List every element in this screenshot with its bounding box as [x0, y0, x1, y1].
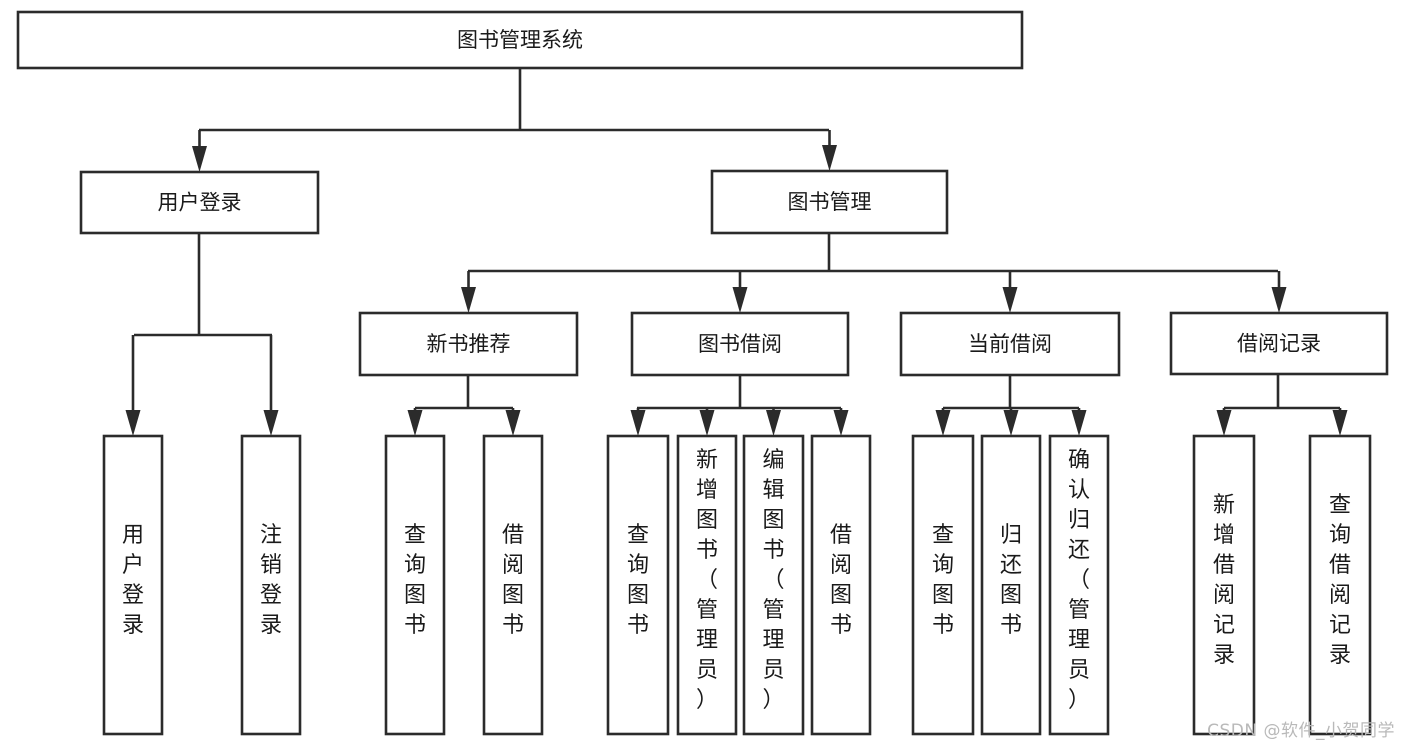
node-l_user_logout[interactable]: 注销登录	[240, 434, 302, 736]
node-label: 当前借阅	[968, 332, 1052, 356]
node-l_nb_borrow[interactable]: 借阅图书	[482, 434, 544, 736]
arrow-n_current-to-l_cu_query	[935, 408, 951, 436]
watermark-text: CSDN @软件_小贺同学	[1207, 721, 1395, 741]
connector-book-manage-bus	[468, 233, 1278, 273]
node-label: 归还图书	[1000, 523, 1022, 638]
node-l_cu_query[interactable]: 查询图书	[911, 434, 975, 736]
node-label: 新增借阅记录	[1213, 493, 1235, 668]
arrow-root-to-n_user_login	[192, 130, 207, 172]
node-n_user_login[interactable]: 用户登录	[79, 170, 320, 235]
node-l_bw_query[interactable]: 查询图书	[606, 434, 670, 736]
node-label: 新增图书（管理员）	[696, 448, 718, 713]
node-l_user_login[interactable]: 用户登录	[102, 434, 164, 736]
arrow-n_new_book-to-l_nb_borrow	[505, 408, 521, 436]
node-n_new_book[interactable]: 新书推荐	[358, 311, 579, 377]
node-label: 图书管理系统	[457, 28, 583, 52]
node-l_cu_return[interactable]: 归还图书	[980, 434, 1042, 736]
node-l_bw_edit[interactable]: 编辑图书（管理员）	[742, 434, 805, 736]
arrow-n_borrow-to-l_bw_edit	[766, 408, 781, 436]
node-label: 借阅记录	[1237, 332, 1321, 356]
node-label: 用户登录	[122, 523, 144, 638]
node-l_cu_confirm[interactable]: 确认归还（管理员）	[1048, 434, 1110, 736]
node-l_rc_query[interactable]: 查询借阅记录	[1308, 434, 1372, 736]
node-l_bw_add[interactable]: 新增图书（管理员）	[676, 434, 738, 736]
arrow-n_borrow-to-l_bw_borrow	[833, 408, 849, 436]
connector-new-book-bus	[415, 375, 513, 410]
arrow-n_user_login-to-l_user_logout	[263, 335, 279, 436]
arrow-n_borrow-to-l_bw_add	[699, 408, 715, 436]
node-label: 查询图书	[627, 523, 649, 638]
node-label: 用户登录	[158, 191, 242, 215]
arrow-n_new_book-to-l_nb_query	[407, 408, 423, 436]
node-label: 查询图书	[404, 523, 426, 638]
node-l_nb_query[interactable]: 查询图书	[384, 434, 446, 736]
node-label: 新书推荐	[427, 332, 511, 356]
node-label: 确认归还（管理员）	[1068, 448, 1090, 713]
arrow-n_current-to-l_cu_confirm	[1071, 408, 1087, 436]
node-label: 注销登录	[260, 523, 282, 638]
node-l_bw_borrow[interactable]: 借阅图书	[810, 434, 872, 736]
arrow-n_book_manage-to-n_current	[1002, 271, 1018, 313]
connector-borrow-bus	[637, 375, 841, 410]
node-n_record[interactable]: 借阅记录	[1169, 311, 1389, 376]
arrow-n_record-to-l_rc_add	[1216, 408, 1232, 436]
connector-current-bus	[943, 375, 1079, 410]
arrow-n_current-to-l_cu_return	[1003, 408, 1019, 436]
arrow-n_book_manage-to-n_record	[1271, 271, 1287, 313]
node-l_rc_add[interactable]: 新增借阅记录	[1192, 434, 1256, 736]
node-n_current[interactable]: 当前借阅	[899, 311, 1121, 377]
node-n_borrow[interactable]: 图书借阅	[630, 311, 850, 377]
arrow-n_book_manage-to-n_new_book	[461, 271, 476, 313]
node-label: 查询借阅记录	[1329, 493, 1351, 668]
connector-record-bus	[1224, 374, 1340, 410]
node-root[interactable]: 图书管理系统	[16, 10, 1024, 70]
edges-layer	[125, 68, 1348, 436]
node-label: 查询图书	[932, 523, 954, 638]
nodes-layer: 图书管理系统用户登录图书管理新书推荐图书借阅当前借阅借阅记录用户登录注销登录查询…	[16, 10, 1389, 736]
arrow-n_user_login-to-l_user_login	[125, 335, 141, 436]
node-label: 编辑图书（管理员）	[762, 448, 784, 713]
connector-user-login-bus	[134, 233, 272, 337]
node-label: 图书管理	[788, 190, 872, 214]
arrow-n_record-to-l_rc_query	[1332, 408, 1348, 436]
arrow-root-to-n_book_manage	[822, 130, 837, 171]
arrow-n_book_manage-to-n_borrow	[732, 271, 748, 313]
node-n_book_manage[interactable]: 图书管理	[710, 169, 949, 235]
node-label: 借阅图书	[502, 523, 524, 638]
connector-root-bus	[199, 68, 829, 132]
node-label: 借阅图书	[830, 523, 852, 638]
node-label: 图书借阅	[698, 332, 782, 356]
arrow-n_borrow-to-l_bw_query	[630, 408, 646, 436]
